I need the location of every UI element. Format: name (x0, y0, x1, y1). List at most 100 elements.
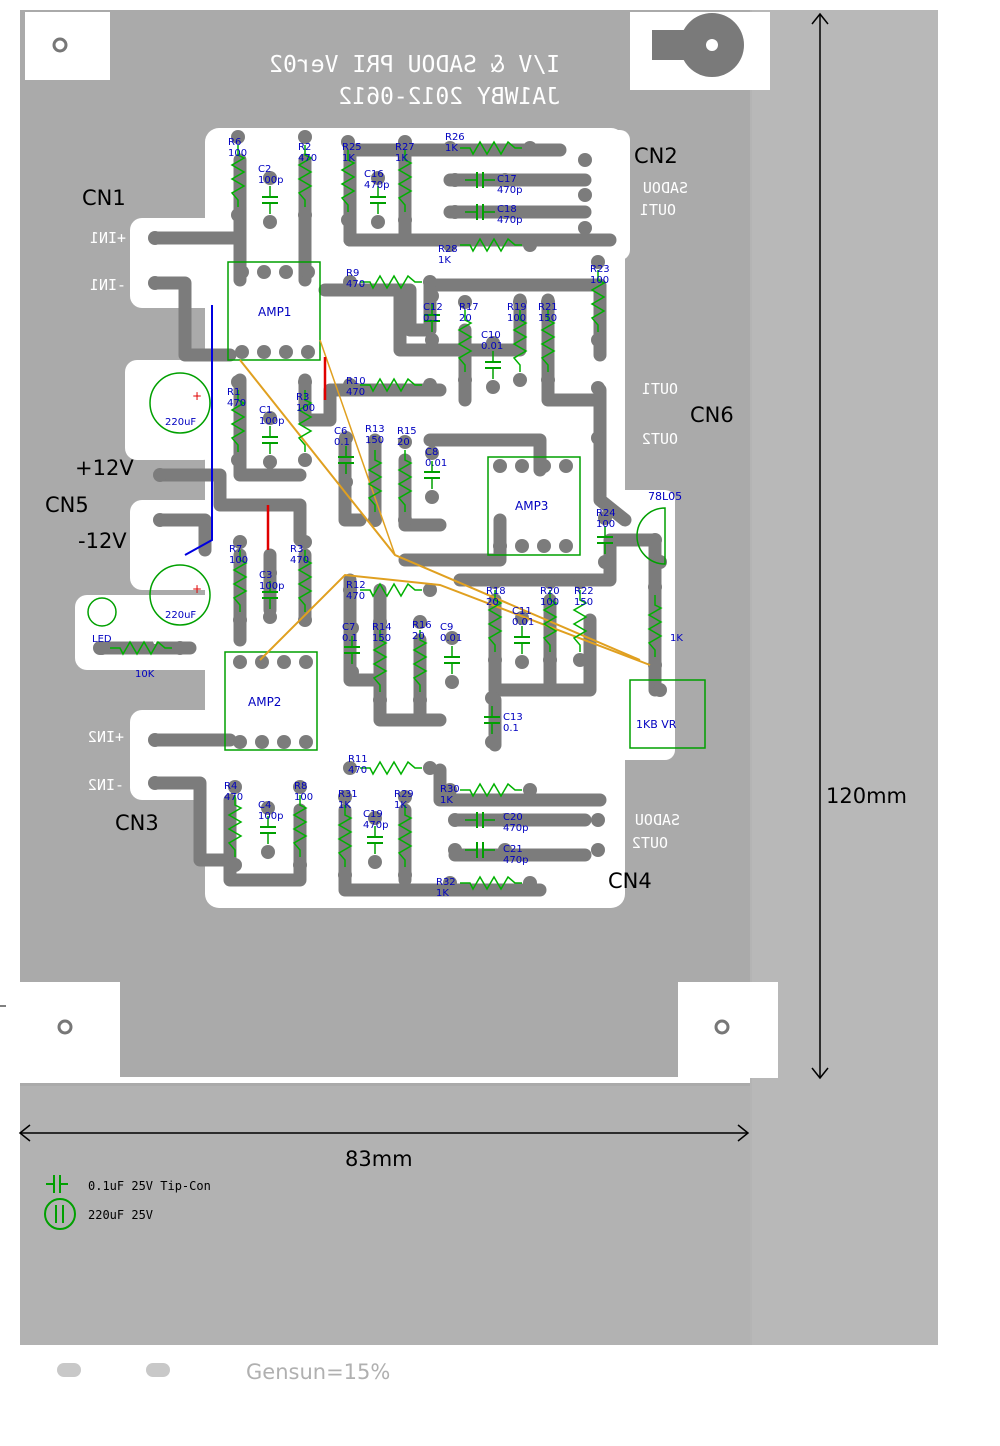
pin-sadou-out1: SADOU OUT1 (640, 179, 688, 219)
value-r17: 20 (459, 313, 472, 324)
value-c21: 470p (503, 855, 528, 866)
tip-cap-icon (46, 1175, 68, 1193)
ref-r8: R8 (294, 781, 307, 792)
mount-hole-tr (630, 12, 770, 90)
value-r31: 1K (338, 800, 351, 811)
cn5-label: CN5 (45, 493, 89, 517)
ref-c19: C19 (363, 809, 383, 820)
value-c8: 0.01 (425, 458, 447, 469)
dimension-width (18, 1124, 750, 1142)
ic-vr: 1KB VR (629, 679, 706, 749)
elec-cap-1-value: 220uF (165, 417, 196, 428)
value-c1: 100p (259, 416, 284, 427)
ref-c2: C2 (258, 164, 271, 175)
ref-c8: C8 (425, 447, 438, 458)
svg-text:OUT2: OUT2 (632, 834, 668, 852)
dimension-width-label: 83mm (345, 1147, 413, 1171)
ref-c16: C16 (364, 169, 384, 180)
value-r27: 1K (395, 153, 408, 164)
ic-amp2-label: AMP2 (248, 695, 281, 709)
ref-c20: C20 (503, 812, 523, 823)
value-r7: 100 (229, 555, 248, 566)
vminus-label: V- (150, 632, 164, 648)
value-c13: 0.1 (503, 723, 519, 734)
value-r23: 100 (590, 275, 609, 286)
value-r13: 150 (365, 435, 384, 446)
value-r21: 150 (538, 313, 557, 324)
ic-amp1-label: AMP1 (258, 305, 291, 319)
ref-r30: R30 (440, 784, 460, 795)
ref-r7: R7 (229, 544, 242, 555)
ic-regulator: 78L05 (636, 490, 682, 565)
pin-out2: OUT2 (642, 430, 678, 448)
ref-r3b: R3 (290, 544, 303, 555)
ic-amp3-label: AMP3 (515, 499, 548, 513)
value-r3: 100 (296, 403, 315, 414)
value-c20: 470p (503, 823, 528, 834)
legend: 0.1uF 25V Tip-Con 220uF 25V (44, 1175, 211, 1230)
mount-hole-bl (20, 982, 120, 1078)
value-r20: 100 (540, 597, 559, 608)
pads (93, 130, 667, 890)
svg-text:SADOU: SADOU (635, 811, 680, 829)
value-c3: 100p (259, 581, 284, 592)
value-c2: 100p (258, 175, 283, 186)
component-rvr: 1K (647, 595, 683, 657)
ref-r20: R20 (540, 586, 560, 597)
ref-r29: R29 (394, 789, 414, 800)
board-lower-margin (20, 1086, 750, 1345)
value-r26: 1K (445, 143, 458, 154)
ref-r14: R14 (372, 622, 392, 633)
value-r11: 470 (348, 765, 367, 776)
value-r19: 100 (507, 313, 526, 324)
electrolytic-cap-2: + 220uF (149, 564, 211, 626)
value-c12: 0.1 (423, 313, 439, 324)
ref-r11: R11 (348, 754, 368, 765)
value-r1: 470 (227, 398, 246, 409)
component-c9: C90.01 (440, 622, 462, 674)
ic-amp3: AMP3 (487, 456, 581, 556)
board-title: I/V & SADOU PRI Ver02 JA1WBY 2012-0612 (269, 52, 560, 110)
ref-r17: R17 (459, 302, 479, 313)
ref-r22: R22 (574, 586, 594, 597)
title-line1: I/V & SADOU PRI Ver02 (269, 52, 560, 78)
ref-r15: R15 (397, 426, 417, 437)
ref-r28: R28 (438, 244, 458, 255)
ref-c10: C10 (481, 330, 501, 341)
value-r4: 470 (224, 792, 243, 803)
dimension-height-label: 120mm (826, 784, 907, 808)
ref-r16: R16 (412, 620, 432, 631)
ref-r2: R2 (298, 142, 311, 153)
ref-c4: C4 (258, 800, 271, 811)
svg-text:-IN1: -IN1 (90, 276, 126, 294)
ref-c3: C3 (259, 570, 272, 581)
p12-label: +12V (75, 456, 134, 480)
value-r28: 1K (438, 255, 451, 266)
legend-elec-text: 220uF 25V (88, 1208, 153, 1222)
ref-r32: R32 (436, 877, 456, 888)
